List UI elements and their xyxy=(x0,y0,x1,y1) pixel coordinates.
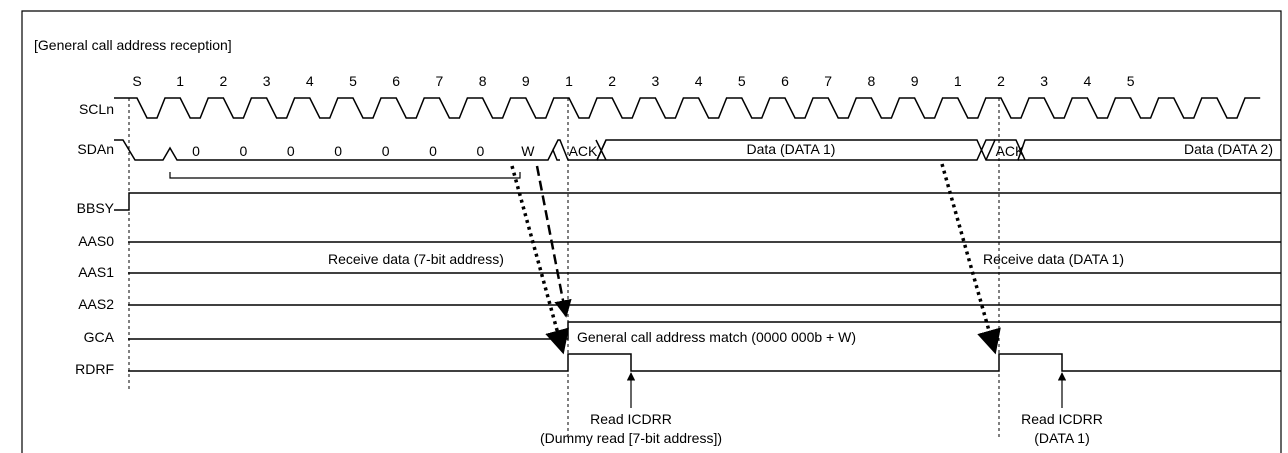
sda-bit-label: 0 xyxy=(477,143,485,159)
diagram-title: [General call address reception] xyxy=(34,37,232,53)
signal-label-bbsy: BBSY xyxy=(77,200,115,216)
clock-label: 6 xyxy=(781,73,789,89)
clock-label: 3 xyxy=(263,73,271,89)
read-note-2-line1: Read ICDRR xyxy=(1021,411,1103,427)
signal-label-sda: SDAn xyxy=(77,141,114,157)
data1-label: Data (DATA 1) xyxy=(747,141,836,157)
sda-bit-labels: 0 0 0 0 0 0 0 W xyxy=(192,143,535,159)
sda-bit-label: W xyxy=(521,143,535,159)
sda-bit-label: 0 xyxy=(429,143,437,159)
clock-label: 4 xyxy=(306,73,314,89)
address-bracket xyxy=(169,172,521,179)
clock-label: 5 xyxy=(349,73,357,89)
sda-bit-label: 0 xyxy=(192,143,200,159)
signal-label-scl: SCLn xyxy=(79,101,114,117)
clock-label: 2 xyxy=(220,73,228,89)
sda-bit-label: 0 xyxy=(287,143,295,159)
clock-label: 9 xyxy=(911,73,919,89)
signal-label-gca: GCA xyxy=(84,329,115,345)
dotted-arrow-data1-to-rdrf xyxy=(940,163,1001,355)
clock-label: 5 xyxy=(1127,73,1135,89)
clock-label: 4 xyxy=(1084,73,1092,89)
bbsy-waveform xyxy=(114,192,1281,211)
clock-label: S xyxy=(132,73,141,89)
rdrf-waveform xyxy=(128,353,1281,372)
sda-bit-label: 0 xyxy=(240,143,248,159)
clock-label: 2 xyxy=(997,73,1005,89)
clock-label: 2 xyxy=(608,73,616,89)
clock-label: 8 xyxy=(479,73,487,89)
ack-label-1: ACK xyxy=(569,143,598,159)
signal-label-aas2: AAS2 xyxy=(78,296,114,312)
read-note-1-line1: Read ICDRR xyxy=(590,411,672,427)
signal-label-aas0: AAS0 xyxy=(78,233,114,249)
sda-data2-bus-low xyxy=(985,139,1281,161)
clock-label: 8 xyxy=(868,73,876,89)
sda-waveform-ack-data1 xyxy=(552,139,569,161)
receive-address-annotation: Receive data (7-bit address) xyxy=(328,251,504,267)
clock-label: 1 xyxy=(176,73,184,89)
signal-label-rdrf: RDRF xyxy=(75,361,114,377)
clock-label: 1 xyxy=(565,73,573,89)
sda-ack-bus-low xyxy=(595,139,995,161)
clock-pulse-labels: S 1 2 3 4 5 6 7 8 9 1 2 3 4 5 6 7 8 9 1 2 3 4 5 xyxy=(132,73,1134,89)
dashed-arrow-address-to-aas xyxy=(535,165,572,318)
clock-label: 3 xyxy=(1040,73,1048,89)
gca-match-annotation: General call address match (0000 000b + … xyxy=(577,329,856,345)
read-note-2-line2: (DATA 1) xyxy=(1034,430,1090,446)
sda-bit-label: 0 xyxy=(334,143,342,159)
signal-label-aas1: AAS1 xyxy=(78,264,114,280)
sda-bit-label: 0 xyxy=(382,143,390,159)
clock-label: 5 xyxy=(738,73,746,89)
ack-label-2: ACK xyxy=(996,143,1025,159)
clock-label: 6 xyxy=(392,73,400,89)
clock-label: 9 xyxy=(522,73,530,89)
scl-waveform xyxy=(114,97,1261,119)
figure-frame xyxy=(21,10,1282,453)
sda-waveform-address xyxy=(114,139,560,161)
sda-ack-bus xyxy=(568,139,1281,161)
data2-label: Data (DATA 2) xyxy=(1184,141,1273,157)
receive-data1-annotation: Receive data (DATA 1) xyxy=(983,251,1124,267)
clock-label: 7 xyxy=(436,73,444,89)
clock-label: 1 xyxy=(954,73,962,89)
clock-label: 3 xyxy=(652,73,660,89)
clock-label: 7 xyxy=(824,73,832,89)
read-note-1-line2: (Dummy read [7-bit address]) xyxy=(540,430,722,446)
clock-label: 4 xyxy=(695,73,703,89)
